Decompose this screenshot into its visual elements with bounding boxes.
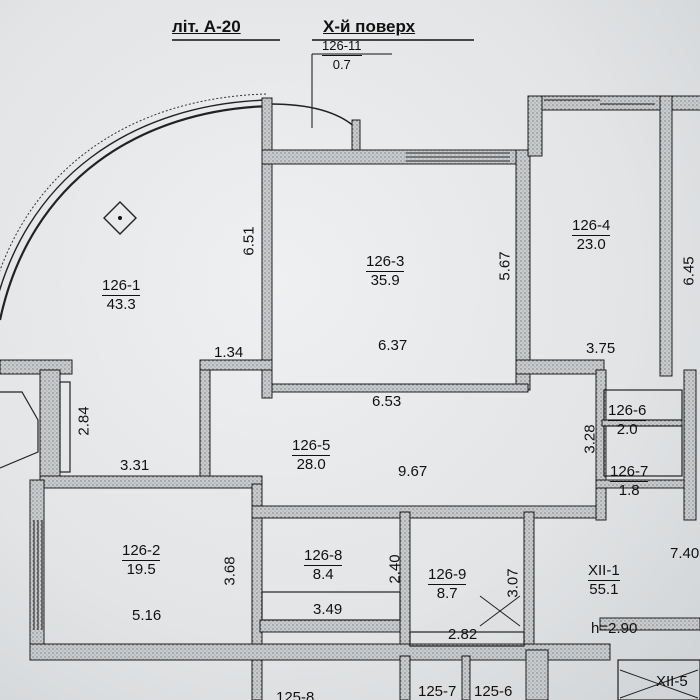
liter-title: літ. А-20 [172, 17, 241, 36]
room-number: 126-5 [292, 437, 331, 456]
room-125-8: 125-8 [276, 689, 315, 700]
room-126-3: 126-3 35.9 [366, 253, 405, 289]
room-number: 126-6 [608, 402, 647, 421]
curved-wall [0, 93, 267, 273]
room-area: 23.0 [576, 236, 606, 253]
room-125-7: 125-7 [418, 683, 457, 700]
dim-3-28: 3.28 [581, 424, 599, 454]
diamond-marker [103, 201, 137, 235]
dim-3-75: 3.75 [586, 340, 616, 357]
room-number: 126-2 [122, 542, 161, 561]
walls [0, 95, 700, 700]
room-area: 1.8 [618, 482, 640, 499]
room-area: 35.9 [370, 272, 400, 289]
room-number: 126-11 [322, 38, 362, 56]
wall [351, 119, 361, 153]
room-126-9: 126-9 8.7 [428, 566, 467, 602]
dim-9-67: 9.67 [398, 463, 428, 480]
dim-3-31: 3.31 [120, 457, 150, 474]
room-area: 0.7 [332, 57, 351, 72]
room-number: 126-9 [428, 566, 467, 585]
bay-wall [269, 103, 357, 129]
dim-2-40: 2.40 [386, 554, 404, 584]
room-area: 28.0 [296, 456, 326, 473]
dim-1-34: 1.34 [214, 344, 244, 361]
dim-5-67: 5.67 [496, 251, 514, 281]
dim-6-37: 6.37 [378, 337, 408, 354]
dim-2-82: 2.82 [448, 626, 478, 643]
dim-6-51: 6.51 [240, 226, 258, 256]
room-number: ХІІ-1 [588, 562, 620, 581]
room-126-11: 126-11 0.7 [322, 38, 362, 73]
dim-6-53: 6.53 [372, 393, 402, 410]
window-lines [33, 99, 655, 630]
room-126-6: 126-6 2.0 [608, 402, 647, 438]
dim-3-49: 3.49 [313, 601, 343, 618]
dim-5-16: 5.16 [132, 607, 162, 624]
floor-title: Х-й поверх [323, 17, 416, 36]
dim-7-40: 7.40 [670, 545, 700, 562]
room-number: 126-1 [102, 277, 141, 296]
room-126-1: 126-1 43.3 [102, 277, 141, 313]
room-area: 43.3 [106, 296, 136, 313]
dim-3-07: 3.07 [504, 568, 522, 598]
room-area: 2.0 [616, 421, 638, 438]
entry-outline [0, 391, 39, 469]
dim-2-84: 2.84 [75, 406, 93, 436]
height-note: h=2.90 [591, 620, 638, 637]
marker-dot [118, 216, 122, 220]
dim-6-45: 6.45 [680, 256, 698, 286]
room-outlines [59, 381, 700, 700]
room-number: 126-4 [572, 217, 611, 236]
dim-3-68: 3.68 [221, 556, 239, 586]
room-126-4: 126-4 23.0 [572, 217, 611, 253]
room-126-2: 126-2 19.5 [122, 542, 161, 578]
room-xii-1: ХІІ-1 55.1 [588, 563, 620, 598]
room-xii-5: ХІІ-5 [656, 673, 688, 690]
room-number: 126-8 [304, 547, 343, 566]
room-area: 8.7 [436, 585, 458, 602]
room-area: 8.4 [312, 566, 334, 583]
cross-marks [479, 595, 699, 699]
room-area: 55.1 [589, 581, 619, 598]
room-125-6: 125-6 [474, 683, 513, 700]
room-126-5: 126-5 28.0 [292, 437, 331, 473]
room-number: 126-3 [366, 253, 405, 272]
curved-wall [0, 99, 269, 292]
room-number: 126-7 [610, 463, 649, 482]
curved-wall [0, 104, 271, 321]
room-area: 19.5 [126, 561, 156, 578]
room-126-7: 126-7 1.8 [610, 463, 649, 499]
room-126-8: 126-8 8.4 [304, 547, 343, 583]
